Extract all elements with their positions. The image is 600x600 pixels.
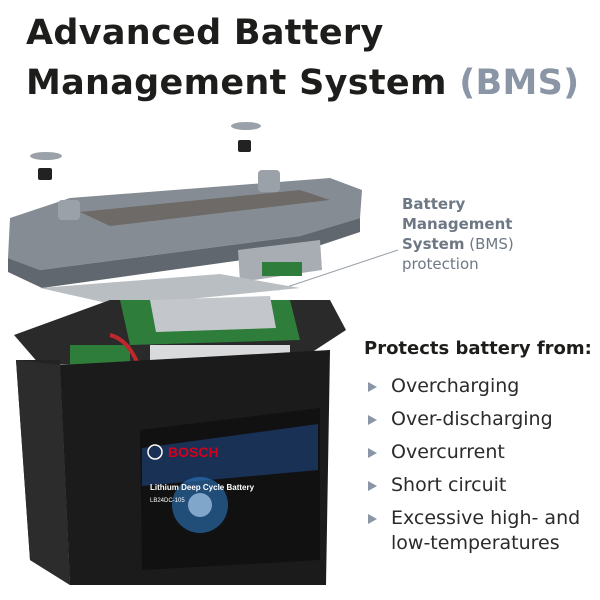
battery-brand: BOSCH: [168, 444, 219, 460]
list-item-label: Overcharging: [391, 375, 520, 397]
callout-line-4: protection: [402, 255, 479, 273]
arrow-right-icon: [368, 415, 377, 425]
arrow-right-icon: [368, 448, 377, 458]
list-item-label: Over-discharging: [391, 408, 553, 430]
battery-label: BOSCH Lithium Deep Cycle Battery LB24DC-…: [140, 408, 320, 570]
terminal-cap-left: [30, 152, 62, 180]
list-item: Overcurrent: [368, 440, 600, 465]
protects-list: Overcharging Over-discharging Overcurren…: [368, 374, 600, 564]
busbar: [40, 274, 300, 306]
bms-module: [238, 240, 322, 282]
list-item: Excessive high- and low-temperatures: [368, 506, 600, 556]
callout-line: [277, 249, 399, 291]
list-item-label: Overcurrent: [391, 441, 505, 463]
title-line-1: Advanced Battery: [26, 13, 384, 53]
protects-heading: Protects battery from:: [364, 338, 592, 359]
list-item: Overcharging: [368, 374, 600, 399]
arrow-right-icon: [368, 514, 377, 524]
title-accent: (BMS): [459, 63, 580, 103]
battery-lid: [8, 170, 362, 288]
list-item: Short circuit: [368, 473, 600, 498]
callout-line-1: Battery: [402, 195, 466, 213]
page-title: Advanced Battery Management System (BMS): [26, 8, 586, 108]
list-item: Over-discharging: [368, 407, 600, 432]
callout-line-3-bold: System: [402, 235, 465, 253]
list-item-label: Excessive high- and low-temperatures: [391, 507, 581, 554]
title-line-2-main: Management System: [26, 63, 447, 103]
terminal-cap-right: [231, 122, 261, 152]
arrow-right-icon: [368, 382, 377, 392]
battery-model: LB24DC-105: [150, 498, 185, 504]
bms-callout: Battery Management System (BMS) protecti…: [402, 194, 514, 274]
callout-line-2: Management: [402, 215, 513, 233]
callout-line-3-rest: (BMS): [469, 235, 514, 253]
arrow-right-icon: [368, 481, 377, 491]
list-item-label: Short circuit: [391, 474, 507, 496]
battery-product: Lithium Deep Cycle Battery: [150, 483, 255, 492]
title-line-2: Management System (BMS): [26, 58, 586, 108]
